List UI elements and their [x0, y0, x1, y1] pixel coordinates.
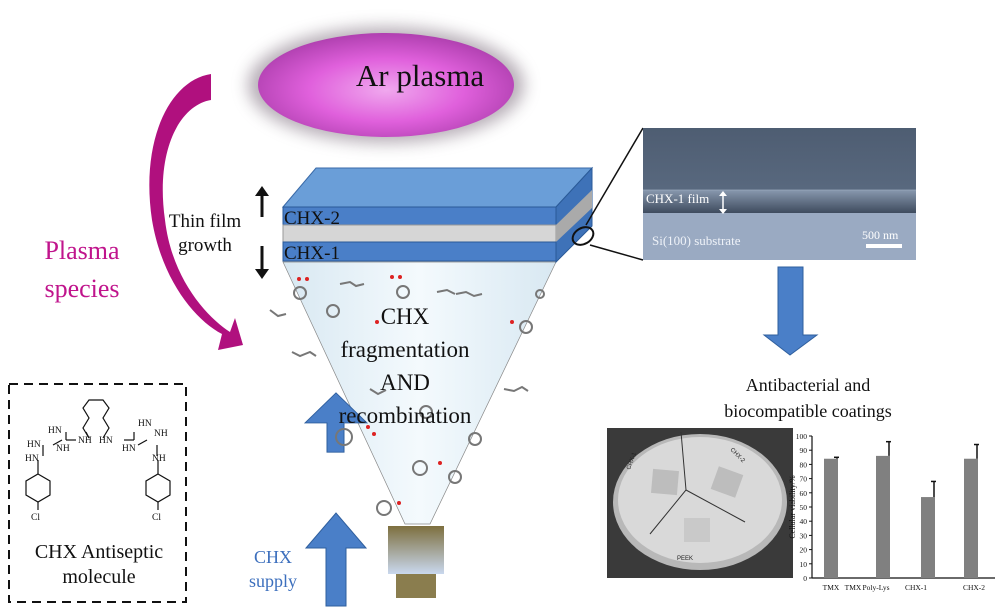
- coatings-label: Antibacterial and biocompatible coatings: [688, 372, 928, 424]
- petri-label: PEEK: [677, 556, 693, 562]
- molecule-caption-line1: CHX Antiseptic: [34, 541, 164, 563]
- chx1-layer-label: CHX-1: [284, 243, 340, 264]
- outcome-line1: Antibacterial and: [745, 375, 871, 395]
- process-line1: CHX: [380, 304, 430, 329]
- sem-image: [643, 128, 916, 260]
- x-tick-label: TMX: [845, 583, 862, 592]
- svg-text:HN: HN: [25, 454, 39, 464]
- x-tick-label: CHX-1: [905, 583, 927, 592]
- y-tick-label: 90: [800, 446, 808, 455]
- bar: [876, 455, 890, 578]
- y-tick-label: 50: [800, 503, 808, 512]
- chx-supply-label: CHX supply: [238, 545, 308, 593]
- thin-film-growth-label: Thin film growth: [160, 210, 250, 258]
- x-tick-label: Poly-Lys: [862, 583, 889, 592]
- svg-text:NH: NH: [152, 454, 166, 464]
- growth-line2: growth: [178, 235, 232, 256]
- film-stack: [281, 166, 595, 264]
- molecule-box: [8, 383, 187, 603]
- molecule-fragments: [269, 280, 545, 516]
- chx-source-crucible: [388, 526, 444, 574]
- y-axis-label: Cellular viability/%: [788, 475, 797, 539]
- svg-text:NH: NH: [78, 436, 92, 446]
- svg-text:HN: HN: [27, 440, 41, 450]
- svg-text:HN: HN: [138, 419, 152, 429]
- svg-text:HN: HN: [99, 436, 113, 446]
- y-tick-label: 80: [800, 460, 808, 469]
- plasma-species-label: Plasma species: [22, 232, 142, 308]
- plasma-species-arrow-icon: [149, 74, 243, 350]
- x-tick-label: CHX-2: [963, 583, 985, 592]
- zoom-circle-icon: [571, 226, 595, 246]
- y-tick-label: 10: [800, 560, 808, 569]
- y-tick-label: 70: [800, 475, 808, 484]
- sem-film-label: CHX-1 film: [646, 191, 710, 206]
- deposition-cone: [282, 261, 557, 525]
- y-tick-label: 20: [800, 546, 808, 555]
- svg-text:Cl: Cl: [152, 513, 161, 523]
- y-tick-label: 60: [800, 489, 808, 498]
- growth-down-arrow-icon: [255, 246, 269, 279]
- supply-up-arrow-icon: [303, 392, 369, 453]
- process-line2: fragmentation: [340, 337, 470, 362]
- y-tick-label: 30: [800, 531, 808, 540]
- ar-plasma-label: Ar plasma: [355, 58, 485, 93]
- chx-source-base: [396, 574, 436, 598]
- bar: [921, 497, 935, 578]
- oxygen-atoms: [297, 275, 514, 505]
- scale-bar: [866, 244, 902, 248]
- svg-text:Cl: Cl: [31, 513, 40, 523]
- y-tick-label: 40: [800, 517, 808, 526]
- sem-substrate-label: Si(100) substrate: [652, 233, 741, 248]
- plasma-species-line2: species: [44, 274, 120, 303]
- svg-text:NH: NH: [154, 429, 168, 439]
- sem-scale-label: 500 nm: [862, 228, 899, 242]
- result-down-arrow-icon: [762, 266, 819, 356]
- petri-dish-photo: [607, 428, 793, 578]
- film-layer-chx1: [282, 241, 557, 262]
- x-tick-label: TMX: [823, 583, 840, 592]
- y-tick-label: 100: [796, 432, 808, 441]
- outcome-line2: biocompatible coatings: [724, 401, 892, 421]
- svg-text:HN: HN: [48, 426, 62, 436]
- growth-up-arrow-icon: [255, 186, 269, 217]
- fragmentation-text: CHX fragmentation AND recombination: [330, 300, 480, 432]
- molecule-caption: CHX Antiseptic molecule: [14, 540, 184, 590]
- growth-line1: Thin film: [168, 211, 242, 232]
- svg-text:NH: NH: [56, 444, 70, 454]
- ar-plasma-ellipse: [248, 27, 524, 143]
- bar: [964, 458, 978, 578]
- y-tick-label: 0: [803, 574, 807, 583]
- molecule-caption-line2: molecule: [62, 566, 136, 588]
- chx2-layer-label: CHX-2: [284, 208, 340, 229]
- process-line4: recombination: [338, 403, 472, 428]
- svg-text:HN: HN: [122, 444, 136, 454]
- chx-structure: [25, 399, 171, 510]
- supply-line1: CHX: [253, 547, 292, 567]
- supply-line2: supply: [248, 571, 297, 591]
- bar: [824, 458, 838, 578]
- process-line3: AND: [380, 370, 430, 395]
- plasma-species-line1: Plasma: [44, 236, 120, 265]
